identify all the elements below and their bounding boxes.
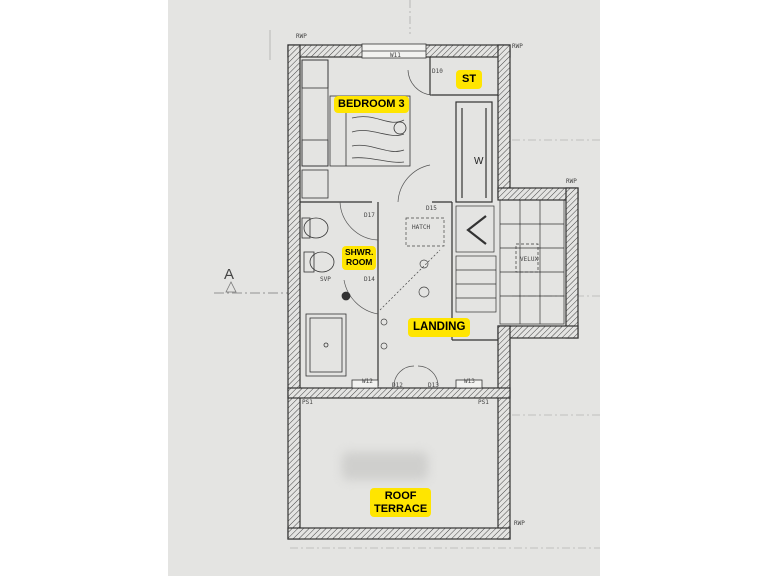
tag-d12: D12 — [392, 382, 403, 389]
gridlines — [269, 0, 600, 549]
label-shower-line2: ROOM — [345, 256, 373, 267]
label-shower-room: SHWR. ROOM — [342, 246, 377, 270]
tag-velux: VELUX — [520, 256, 539, 263]
obscured-area — [342, 452, 428, 480]
label-landing: LANDING — [408, 318, 471, 338]
tag-w11: W11 — [390, 52, 401, 59]
shower-room-fixtures — [301, 217, 351, 377]
tag-svp: SVP — [320, 276, 331, 283]
label-bedroom-text: BEDROOM 3 — [338, 98, 405, 110]
tag-d15: D15 — [426, 205, 437, 212]
tag-rwp-right1: RWP — [512, 43, 523, 50]
tag-ps1-left: PS1 — [302, 399, 313, 406]
label-shower-line1: SHWR. — [345, 247, 374, 257]
tag-wardrobe: W — [474, 156, 484, 167]
label-roof-terrace: ROOF TERRACE — [370, 488, 432, 518]
label-landing-text: LANDING — [413, 321, 466, 333]
tag-hatch: HATCH — [412, 224, 431, 231]
landing-fixtures — [379, 217, 445, 350]
tag-d17: D17 — [364, 212, 375, 219]
tag-rwp-right2: RWP — [566, 178, 577, 185]
label-bedroom-3: BEDROOM 3 — [334, 96, 409, 113]
section-line — [214, 281, 290, 294]
tag-rwp-top: RWP — [296, 33, 307, 40]
label-store: ST — [456, 70, 483, 89]
tag-w13: W13 — [464, 378, 475, 385]
windows-lower — [351, 379, 483, 389]
label-roof-line1: ROOF — [384, 490, 417, 502]
section-marker-a: A — [224, 266, 235, 283]
label-store-text: ST — [462, 73, 477, 85]
staircase — [455, 199, 565, 325]
bedroom-furniture — [301, 59, 411, 199]
label-roof-line2: TERRACE — [374, 502, 428, 515]
window-w11 — [361, 43, 427, 59]
tag-ps1-right: PS1 — [478, 399, 489, 406]
door-swings — [339, 69, 439, 387]
outer-walls — [287, 44, 579, 540]
tag-d14: D14 — [364, 276, 375, 283]
tag-d10: D10 — [432, 68, 443, 75]
internal-walls — [300, 57, 498, 386]
tag-d13: D13 — [428, 382, 439, 389]
tag-w12: W12 — [362, 378, 373, 385]
tag-rwp-bottom: RWP — [514, 520, 525, 527]
